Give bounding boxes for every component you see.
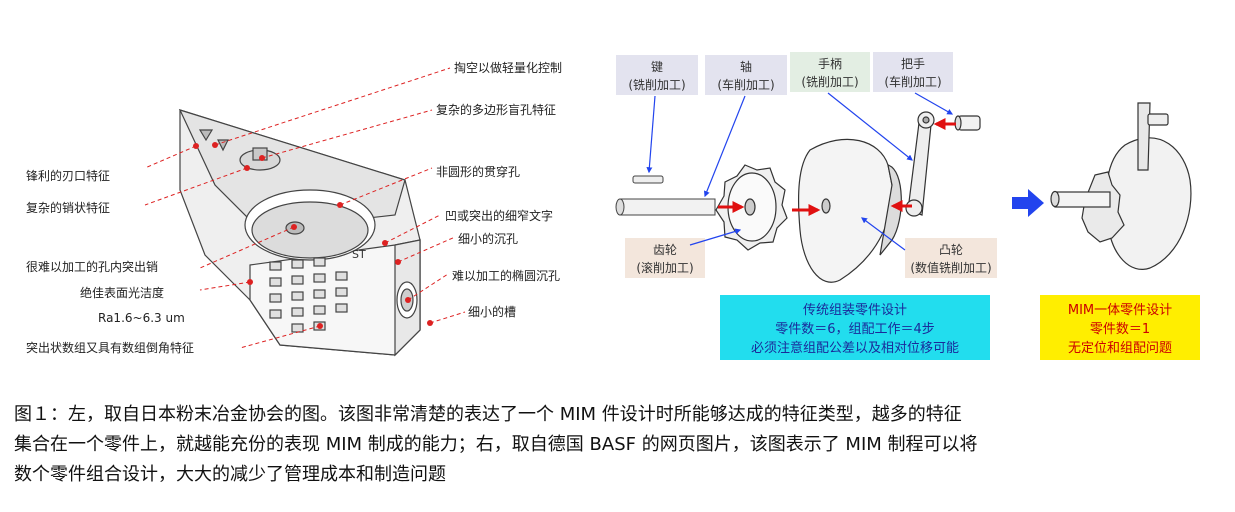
label-elliptical-counterbore: 难以加工的椭圆沉孔 — [452, 268, 560, 283]
figure-caption: 图１：左，取自日本粉末冶金协会的图。该图非常清楚的表达了一个 MIM 件设计时所… — [14, 400, 1219, 490]
label-sharp-edge: 锋利的刃口特征 — [26, 168, 110, 183]
mim-design-box: MIM一体零件设计 零件数＝1 无定位和组配问题 — [1040, 295, 1200, 360]
traditional-note: 必须注意组配公差以及相对位移可能 — [751, 340, 959, 356]
part-shaft — [615, 198, 716, 216]
grip-process: (车削加工) — [884, 74, 941, 89]
label-noncircular-through-hole: 非圆形的贯穿孔 — [436, 164, 520, 179]
mim-one-piece-part — [1050, 102, 1192, 270]
part-cam — [797, 138, 902, 283]
left-labels: 掏空以做轻量化控制 复杂的多边形盲孔特征 锋利的刃口特征 复杂的销状特征 非圆形… — [26, 60, 562, 355]
part-gear — [715, 164, 788, 251]
key-process: (铣削加工) — [628, 78, 685, 92]
mim-title: MIM一体零件设计 — [1068, 303, 1172, 318]
cam-title: 凸轮 — [939, 243, 963, 257]
label-box-key: 键 (铣削加工) — [616, 55, 698, 95]
part-key — [632, 175, 664, 184]
mim-note: 无定位和组配问题 — [1068, 341, 1172, 356]
svg-text:ST: ST — [352, 248, 366, 261]
label-small-groove: 细小的槽 — [468, 304, 516, 319]
big-blue-arrow — [1012, 189, 1044, 217]
caption-line-2: 集合在一个零件上，就越能充份的表现 MIM 制成的能力；右，取自德国 BASF … — [14, 434, 978, 455]
label-small-counterbore: 细小的沉孔 — [458, 231, 518, 246]
label-polygon-blind-hole: 复杂的多边形盲孔特征 — [436, 102, 556, 117]
label-box-shaft: 轴 (车削加工) — [705, 55, 787, 95]
shaft-title: 轴 — [740, 59, 752, 74]
traditional-design-box: 传统组装零件设计 零件数＝6，组配工作＝4步 必须注意组配公差以及相对位移可能 — [720, 295, 990, 360]
key-title: 键 — [651, 60, 663, 74]
label-box-cam: 凸轮 (数值铣削加工) — [905, 238, 997, 278]
gear-title: 齿轮 — [653, 243, 677, 257]
label-roughness: Ra1.6~6.3 um — [98, 311, 185, 325]
traditional-count: 零件数＝6，组配工作＝4步 — [775, 322, 935, 337]
label-surface-finish: 绝佳表面光洁度 — [80, 285, 164, 300]
label-pin-in-hole: 很难以加工的孔内突出销 — [26, 259, 158, 274]
gear-process: (滚削加工) — [636, 260, 693, 275]
mim-part-drawing: ST — [178, 109, 421, 357]
shaft-process: (车削加工) — [717, 77, 774, 92]
traditional-title: 传统组装零件设计 — [803, 303, 907, 318]
caption-line-1: 图１：左，取自日本粉末冶金协会的图。该图非常清楚的表达了一个 MIM 件设计时所… — [14, 404, 962, 425]
pointer-lines — [646, 92, 954, 251]
grip-title: 把手 — [901, 57, 925, 71]
label-box-handle: 手柄 (铣削加工) — [790, 52, 870, 92]
label-hollow-lightweight: 掏空以做轻量化控制 — [454, 60, 562, 75]
mim-count: 零件数＝1 — [1090, 322, 1150, 337]
handle-process: (铣削加工) — [801, 75, 858, 89]
assembly-arrows — [718, 118, 956, 216]
part-handle — [905, 111, 935, 217]
label-box-grip: 把手 (车削加工) — [873, 52, 953, 92]
caption-line-3: 数个零件组合设计，大大的减少了管理成本和制造问题 — [14, 464, 446, 485]
leader-lines — [144, 67, 466, 349]
leader-dots — [193, 142, 433, 329]
label-narrow-text: 凹或突出的细窄文字 — [445, 208, 553, 223]
part-grip — [954, 115, 981, 131]
cam-process: (数值铣削加工) — [910, 260, 991, 275]
label-array-chamfer: 突出状数组又具有数组倒角特征 — [26, 340, 194, 355]
handle-title: 手柄 — [818, 57, 842, 71]
label-pin-feature: 复杂的销状特征 — [26, 200, 110, 215]
